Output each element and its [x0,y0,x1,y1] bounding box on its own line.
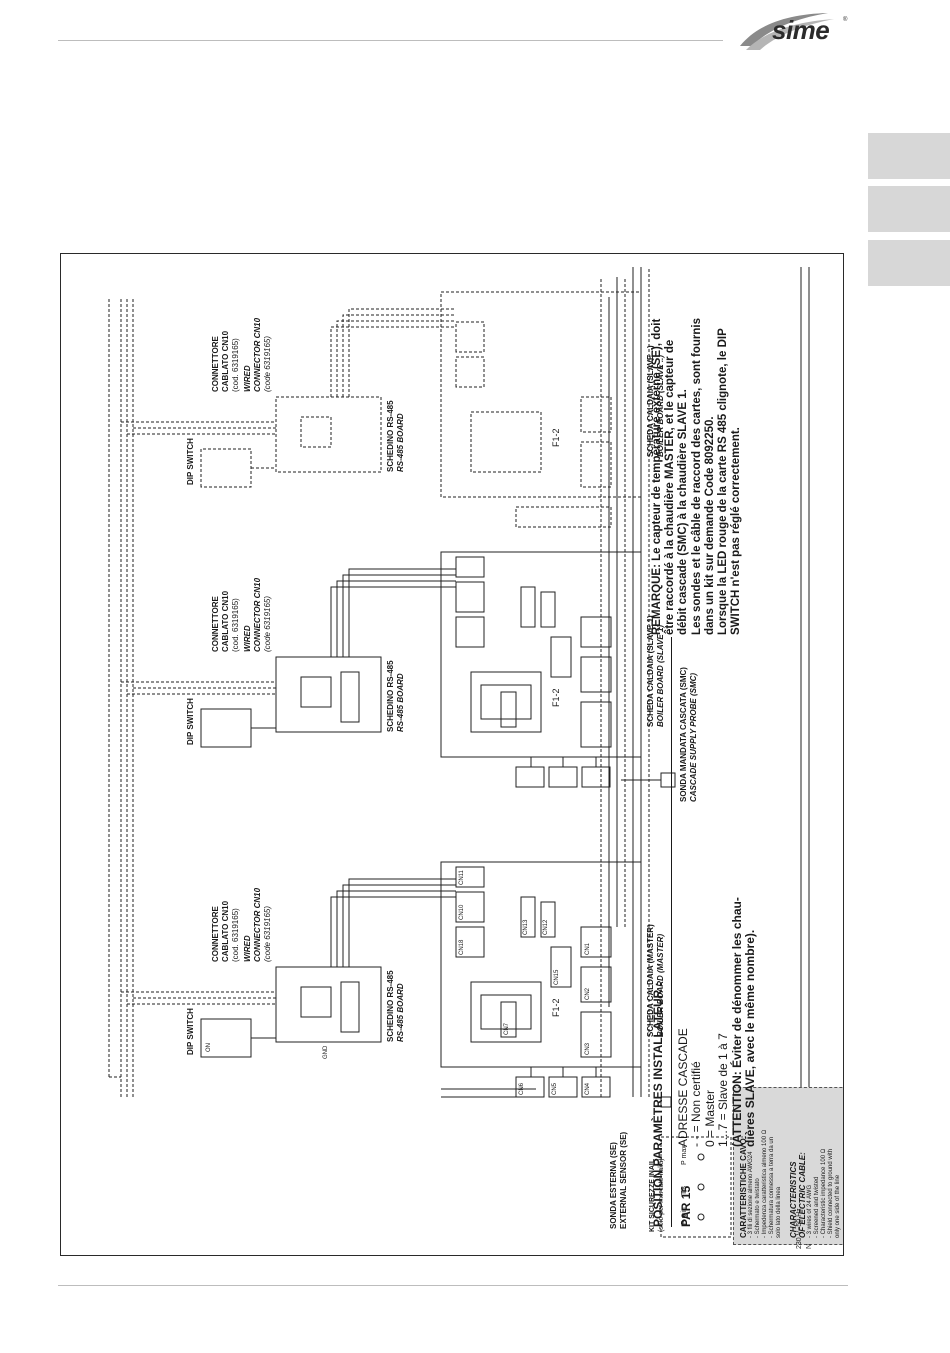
brand-swoosh-icon [740,13,834,50]
params-title: POSITION PARAMÈTRES INSTALLATEUR : [651,982,665,1227]
slaven-connector-code-it: (cod. 6319165) [231,338,240,392]
wiring-diagram-graphics [108,267,810,1238]
slaven-fuse-label: F1-2 [551,428,561,447]
slave1-connector-code-it: (cod. 6319165) [231,598,240,652]
slaven-connector-en-2: CONNECTOR CN10 [253,317,262,392]
remark-line-2: être raccordé à la chaudière MASTER, et … [664,339,677,635]
slave1-fuse-label: F1-2 [551,688,561,707]
master-connector-it-1: CONNETTORE [211,906,220,962]
slave1-board-outline [440,551,642,758]
side-tab-1 [868,133,950,179]
par-code: PAR 15 [679,1185,693,1227]
slaven-rs485-outline [275,396,382,473]
cable-line-en-4: - Shield connected to ground with [827,1148,834,1238]
master-rs485-outline [275,966,382,1043]
master-connector-code-it: (cod. 6319165) [231,908,240,962]
brand-logo: sime [772,15,830,45]
power-label: 230 V~50 Hz [796,1208,803,1249]
slaven-rs485-en: RS-485 BOARD [396,413,405,472]
master-connector-code-en: (code 6319165) [263,905,272,962]
params-divider [671,637,672,1227]
side-tab-3 [868,240,950,286]
master-cn3-label: CN3 [585,1042,591,1055]
cable-line-en-1: - 3 wires of 24 AWG [807,1184,814,1238]
neutral-label: N [806,1243,813,1249]
par-line-1: ADRESSE CASCADE [676,1028,690,1147]
se-label-en: EXTERNAL SENSOR (SE) [619,1131,628,1229]
cable-line-en-2: - Screened and twisted [813,1176,820,1238]
master-dip-switch-label: DIP SWITCH [186,1008,195,1055]
slaven-connector-it-2: CABLATO CN10 [221,330,230,392]
se-label-it: SONDA ESTERNA (SE) [609,1142,618,1229]
remark-line-3: débit cascade (SMC) à la chaudière SLAVE… [677,389,690,635]
par-line-4: 1...7 = Slave de 1 à 7 [716,1033,731,1147]
remark-line-6: Lorsque la LED rouge de la carte RS 485 … [717,328,730,635]
master-cn1-label: CN1 [585,942,591,955]
master-cn15-label: CN15 [554,969,560,985]
slaven-board-outline [440,291,642,498]
slaven-connector-it-1: CONNETTORE [211,336,220,392]
cable-line-en-5: only one side of the line [834,1174,841,1238]
slave1-connector-it-1: CONNETTORE [211,596,220,652]
master-cn13-label: CN13 [523,919,529,935]
master-cn10-label: CN10 [459,904,465,920]
par-warning-2: dières SLAVE, avec le même nombre). [743,929,758,1147]
par-description: ADRESSE CASCADE - - = Non certifié 0 = M… [676,897,758,1147]
slaven-dip-switch-label: DIP SWITCH [186,438,195,485]
slave1-connector-it-2: CABLATO CN10 [221,590,230,652]
master-cn18-label: CN18 [459,939,465,955]
master-connector-en-2: CONNECTOR CN10 [253,887,262,962]
slave1-connector-en-2: CONNECTOR CN10 [253,577,262,652]
master-rs485-en: RS-485 BOARD [396,983,405,1042]
remark-line-1: REMARQUE: Le capteur de température exte… [651,318,663,635]
master-cn5-label: CN5 [552,1082,558,1095]
slave1-rs485-en: RS-485 BOARD [396,673,405,732]
wiring-diagram: CARATTERISTICHE CAVO: - 3 fili di sezion… [61,254,843,1255]
installer-parameters: POSITION PARAMÈTRES INSTALLATEUR : PAR 1… [651,637,791,1227]
slaven-connector-code-en: (code 6319165) [263,335,272,392]
master-board-outline [440,861,642,1068]
footer-rule [58,1285,848,1286]
slave1-rs485-outline [275,656,382,733]
master-cn6-label: CN6 [519,1082,525,1095]
master-cn7-label: CN7 [504,1022,510,1035]
master-cn11-label: CN11 [459,870,465,885]
master-connector-en-1: WIRED [243,935,252,962]
master-dip-on-label: ON [206,1043,212,1052]
master-cn4-label: CN4 [585,1082,591,1095]
slave1-dip-switch-label: DIP SWITCH [186,698,195,745]
brand-registered-mark: ® [843,17,848,23]
master-cn2-label: CN2 [585,987,591,1000]
master-rs485-it: SCHEDINO RS-485 [386,970,395,1042]
par-line-2: - - = Non certifié [689,1061,704,1147]
side-tab-2 [868,186,950,232]
par-warning-1: (ATTENTION: Éviter de dénommer les chau- [729,897,744,1147]
master-connector-it-2: CABLATO CN10 [221,900,230,962]
slave1-rs485-it: SCHEDINO RS-485 [386,660,395,732]
remark-line-5: dans un kit sur demande Code 8092250. [703,416,716,635]
inail-kit-outline [660,1136,732,1238]
remark-line-7: SWITCH n'est pas réglé correctement. [730,427,743,635]
remark-block: REMARQUE: Le capteur de température exte… [651,275,744,635]
slave1-connector-en-1: WIRED [243,625,252,652]
master-cn12-label: CN12 [543,919,549,935]
remark-line-4: Les sondes et le câble de raccord des ca… [690,317,703,635]
master-gnd-label: GND [323,1045,329,1059]
slaven-rs485-it: SCHEDINO RS-485 [386,400,395,472]
header-rule [58,40,723,41]
wiring-diagram-frame: CARATTERISTICHE CAVO: - 3 fili di sezion… [60,253,844,1256]
slaven-connector-en-1: WIRED [243,365,252,392]
par-line-3: 0 = Master [702,1089,717,1147]
slave1-connector-code-en: (code 6319165) [263,595,272,652]
master-fuse-label: F1-2 [551,998,561,1017]
cable-line-en-3: - Characteristic impedance 100 Ω [820,1148,827,1238]
